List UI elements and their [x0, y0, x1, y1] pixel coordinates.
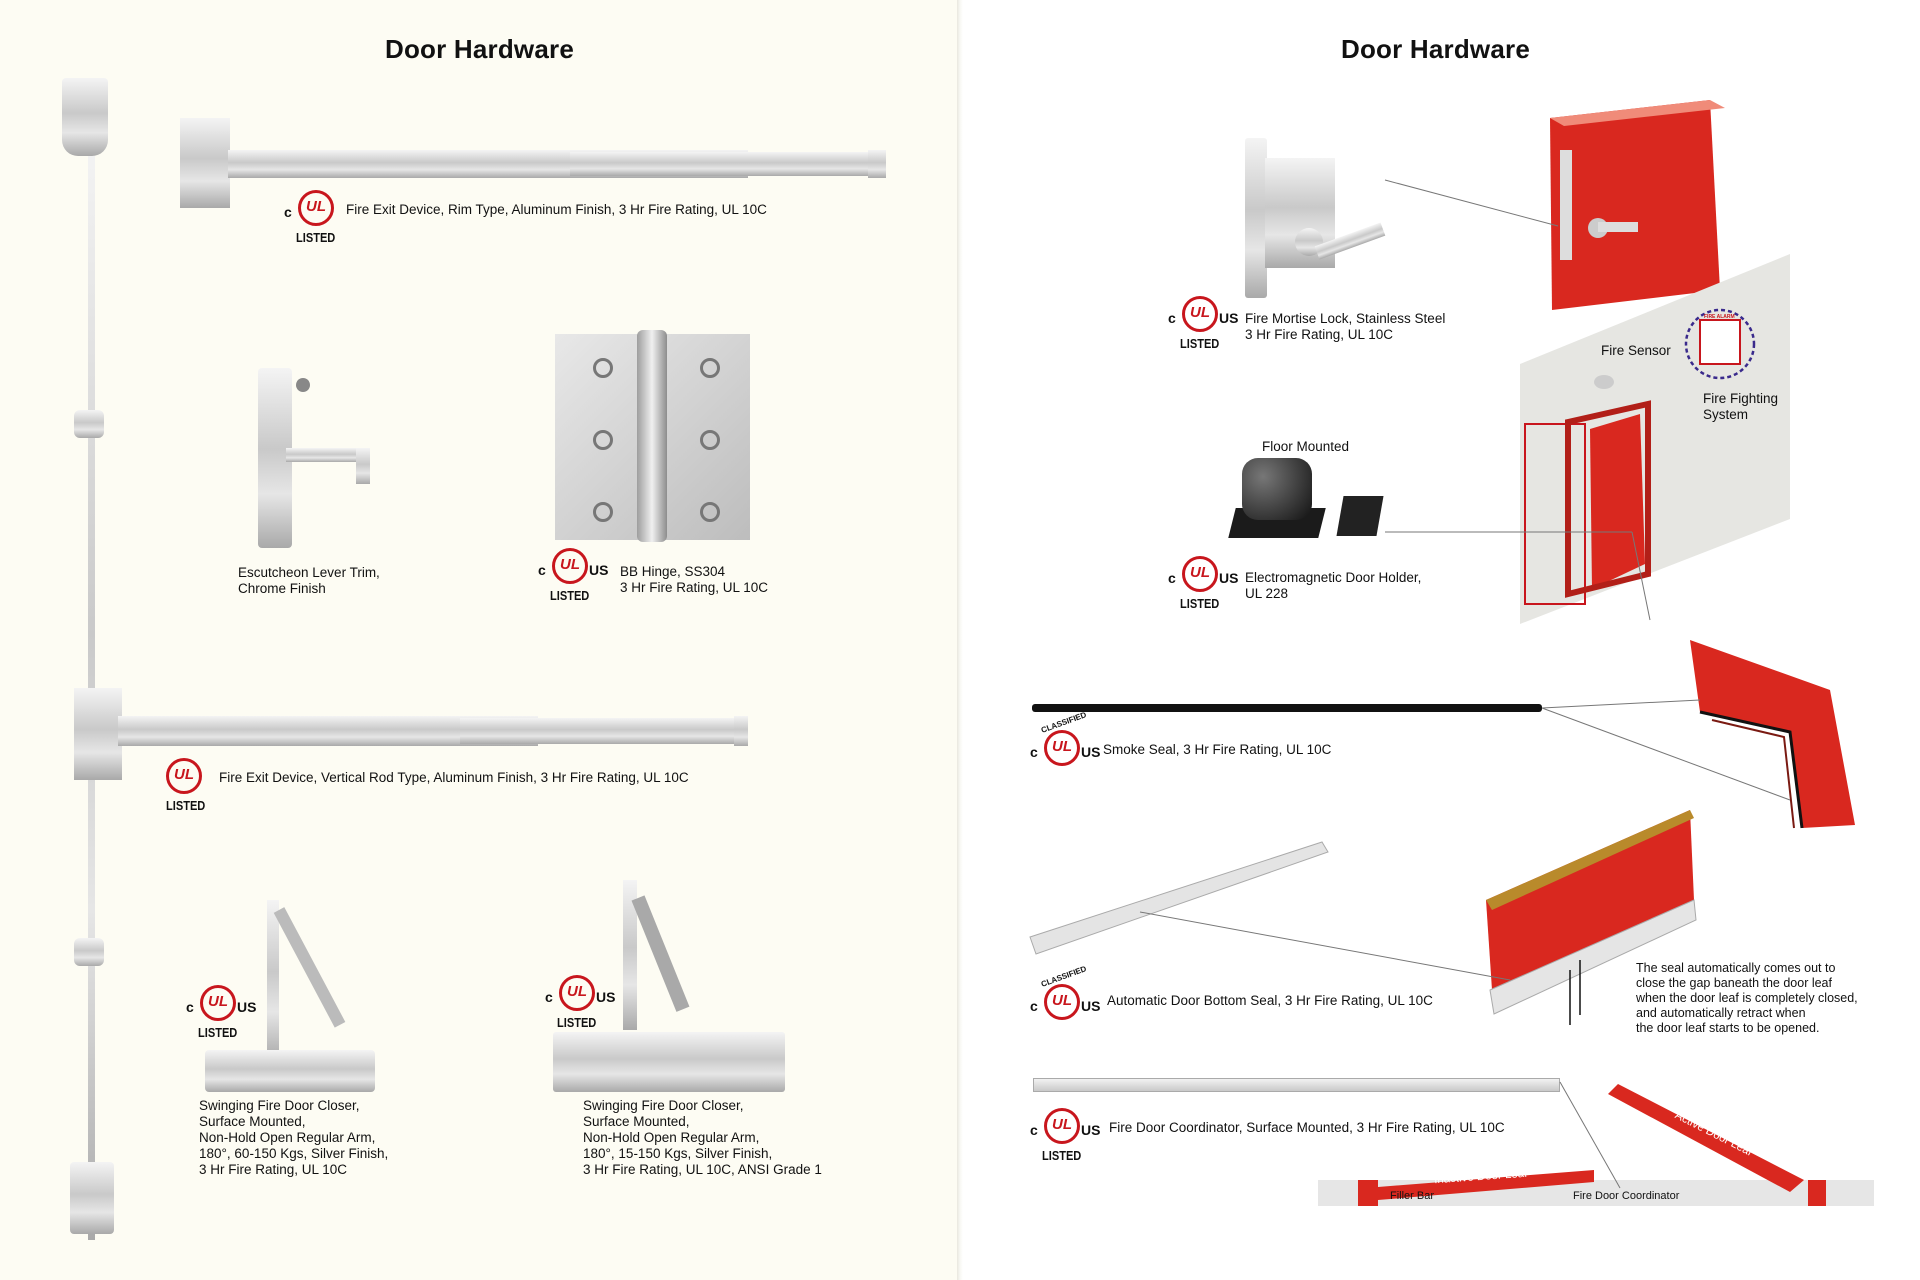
page-fold: [957, 0, 963, 1280]
smoke-seal: [1032, 704, 1542, 712]
smoke-seal-caption: Smoke Seal, 3 Hr Fire Rating, UL 10C: [1103, 742, 1332, 757]
rod-guide-2: [74, 938, 104, 966]
closer-1-caption: Swinging Fire Door Closer, Surface Mount…: [199, 1098, 389, 1177]
door-bottom-illustration: [1486, 810, 1697, 1025]
fire-sensor-label: Fire Sensor: [1601, 343, 1671, 358]
mortise-lock-caption: Fire Mortise Lock, Stainless Steel 3 Hr …: [1245, 311, 1446, 342]
ul-listed-mark: UL LISTED: [152, 758, 224, 816]
filler-bar-label: Filler Bar: [1390, 1190, 1435, 1202]
door-frame-illustration: [1690, 640, 1855, 829]
right-page-title: Door Hardware: [1341, 34, 1530, 64]
right-page: [960, 0, 1920, 1280]
mortise-lock: [1225, 138, 1386, 298]
lever-trim-caption: Escutcheon Lever Trim, Chrome Finish: [238, 565, 380, 596]
rod-top-latch: [62, 78, 108, 156]
ul-listed-mark: c UL US LISTED: [1168, 556, 1240, 614]
rod-bottom-latch: [70, 1162, 114, 1234]
ul-listed-mark: c UL LISTED: [284, 190, 356, 248]
ul-classified-mark: CLASSIFIED c UL US: [1030, 710, 1102, 788]
rod-guide-1: [74, 410, 104, 438]
closer-2-caption: Swinging Fire Door Closer, Surface Mount…: [583, 1098, 822, 1177]
floor-mounted-label: Floor Mounted: [1262, 439, 1350, 454]
fire-fighting-label: Fire Fighting System: [1703, 391, 1779, 422]
hinge: [555, 330, 750, 542]
left-page-title: Door Hardware: [385, 34, 574, 64]
ul-listed-mark: c UL US LISTED: [545, 975, 617, 1033]
ul-listed-mark: c UL US LISTED: [538, 548, 610, 606]
hinge-caption: BB Hinge, SS304 3 Hr Fire Rating, UL 10C: [620, 564, 769, 595]
coordinator-diagram: [1318, 1084, 1874, 1206]
door-holder: [1228, 458, 1384, 548]
rim-exit-caption: Fire Exit Device, Rim Type, Aluminum Fin…: [346, 202, 767, 217]
door-holder-caption: Electromagnetic Door Holder, UL 228: [1245, 570, 1422, 601]
ul-listed-mark: c UL US LISTED: [1030, 1108, 1102, 1166]
lever-trim: [256, 368, 376, 548]
rim-exit-device: [180, 118, 890, 208]
red-door-illustration: [1550, 100, 1725, 310]
vertical-exit-caption: Fire Exit Device, Vertical Rod Type, Alu…: [219, 770, 689, 785]
ul-listed-mark: c UL US LISTED: [186, 985, 258, 1043]
coordinator-caption: Fire Door Coordinator, Surface Mounted, …: [1109, 1120, 1505, 1135]
vertical-exit-device: [74, 688, 749, 780]
door-closer-1: [205, 900, 375, 1092]
fire-alarm-label: FIRE ALARM: [1704, 314, 1735, 320]
bottom-seal-caption: Automatic Door Bottom Seal, 3 Hr Fire Ra…: [1107, 993, 1433, 1008]
door-closer-2: [553, 880, 785, 1092]
bottom-seal-bar: [1029, 841, 1329, 955]
coordinator-bar: [1033, 1078, 1560, 1092]
coordinator-label: Fire Door Coordinator: [1573, 1190, 1680, 1202]
left-page: [0, 0, 960, 1280]
ul-classified-mark: CLASSIFIED c UL US: [1030, 964, 1102, 1042]
seal-note: The seal automatically comes out to clos…: [1636, 961, 1858, 1035]
ul-listed-mark: c UL US LISTED: [1168, 296, 1240, 354]
